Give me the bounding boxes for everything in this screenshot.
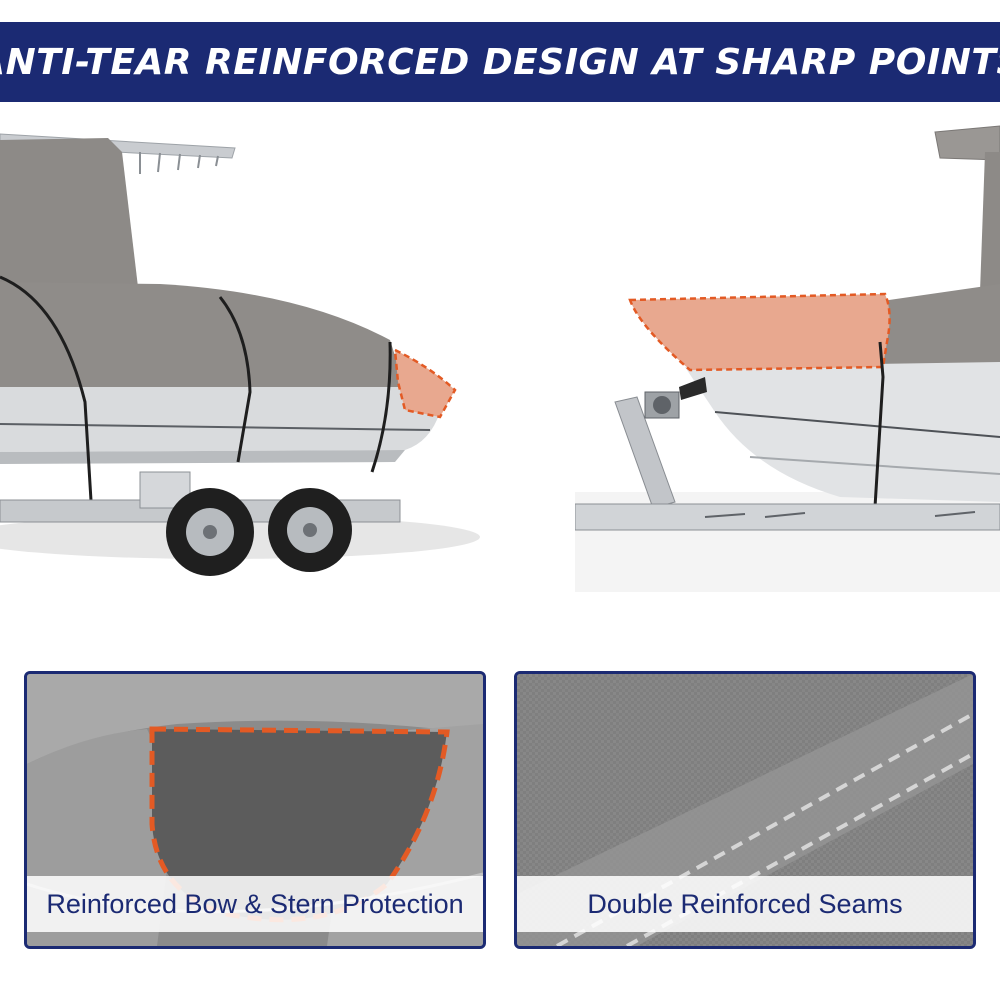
tie-down-straps — [0, 275, 392, 518]
bow-reinforcement-patch — [628, 292, 891, 372]
boat-trailer-scene-right — [575, 112, 1000, 592]
reinforced-patch — [152, 729, 447, 920]
trailer-beam — [575, 503, 1000, 531]
panel-caption-bow-stern: Reinforced Bow & Stern Protection — [46, 888, 464, 919]
winch-stand — [614, 377, 707, 509]
caption-bar: Reinforced Bow & Stern Protection — [27, 876, 483, 932]
boat-bow-illustration — [575, 125, 1000, 592]
bow-stern-protection-panel: Reinforced Bow & Stern Protection — [24, 671, 486, 949]
hull-band — [0, 387, 440, 452]
console-cover — [0, 138, 138, 287]
rod-holders — [139, 152, 219, 174]
boat-trailer-scene-left — [0, 112, 500, 592]
console-top — [934, 125, 1000, 161]
boat-cover-body — [875, 284, 1000, 367]
hull — [685, 362, 1000, 502]
caption-bar: Double Reinforced Seams — [517, 876, 973, 932]
boat-side-illustration — [0, 133, 480, 576]
console-cover — [980, 152, 1000, 292]
double-seams-panel: Double Reinforced Seams — [514, 671, 976, 949]
boat-cover-body — [0, 282, 405, 387]
bow-reinforcement-patch — [393, 347, 457, 419]
title-banner: ANTI-TEAR REINFORCED DESIGN AT SHARP POI… — [0, 22, 1000, 102]
panel-caption-seams: Double Reinforced Seams — [587, 888, 903, 919]
tie-down-strap — [873, 341, 885, 508]
trailer-wheels — [166, 488, 352, 576]
banner-title: ANTI-TEAR REINFORCED DESIGN AT SHARP POI… — [0, 41, 1000, 83]
